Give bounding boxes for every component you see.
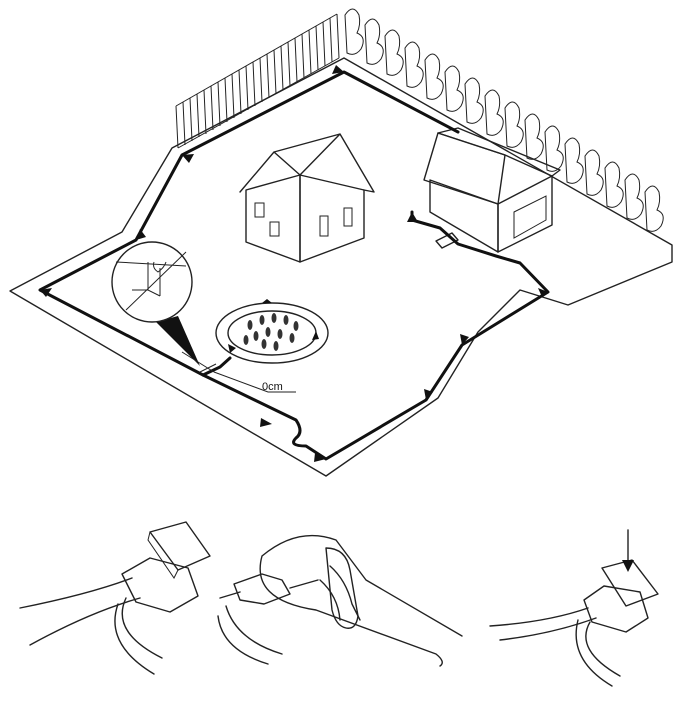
- lawn-outline: [9, 57, 673, 477]
- measure-annotation: 0cm: [181, 351, 296, 393]
- magnifier-callout: [111, 241, 200, 366]
- connector-step-2: [217, 534, 463, 667]
- measure-label: 0cm: [262, 381, 283, 393]
- fence: [175, 13, 340, 149]
- boundary-wire: [38, 70, 550, 461]
- connector-step-1: [19, 521, 211, 675]
- connector-step-3: [489, 529, 659, 687]
- hedge: [344, 8, 664, 232]
- wire-direction-arrows: [40, 65, 548, 462]
- house: [239, 133, 375, 263]
- flower-bed: [215, 299, 329, 364]
